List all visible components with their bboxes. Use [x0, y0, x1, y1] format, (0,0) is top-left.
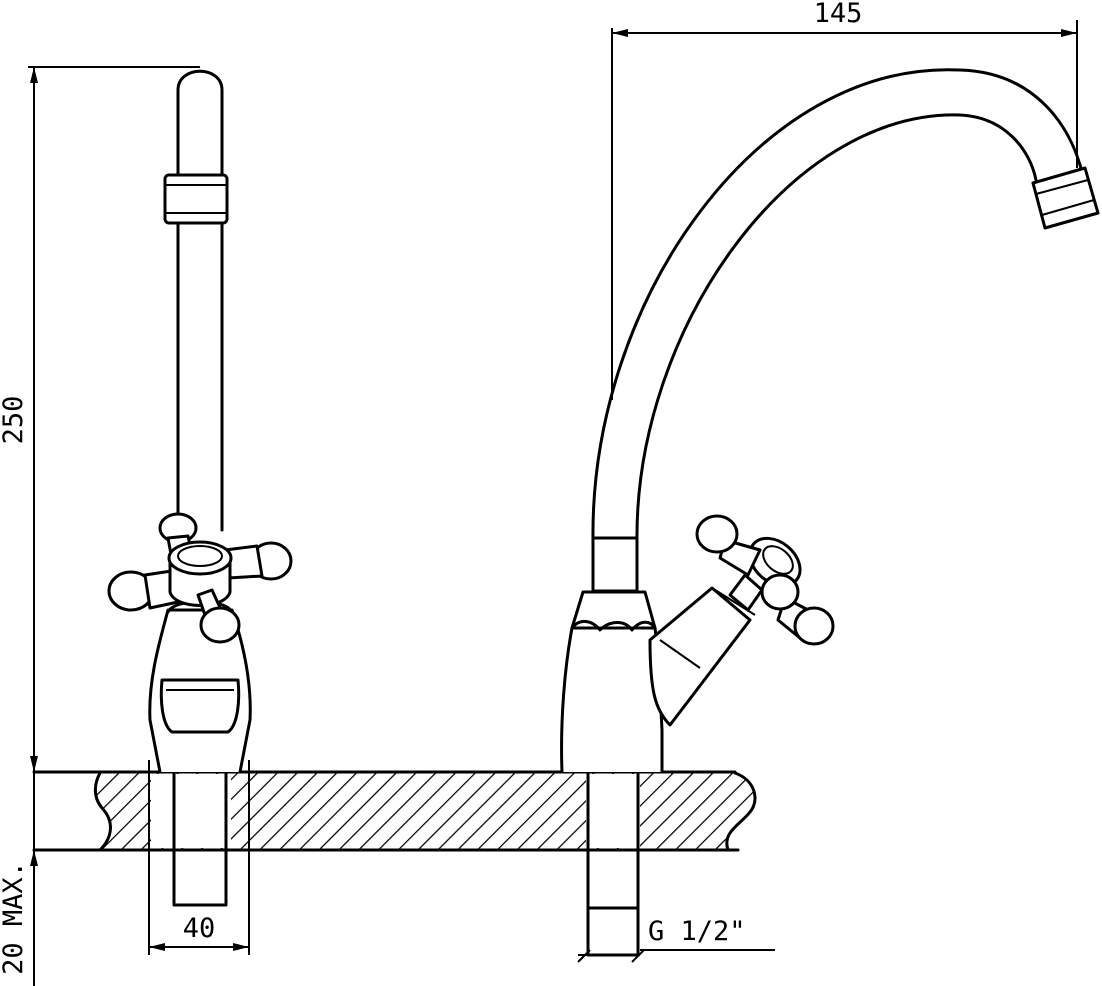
faucet-side-view — [560, 68, 1100, 957]
dimension-deck-thickness: 20 MAX. — [0, 772, 38, 986]
countertop-break-right — [725, 771, 757, 852]
spout-reach-label: 145 — [814, 0, 863, 29]
dimension-thread: G 1/2" — [577, 916, 775, 963]
front-shank — [172, 772, 228, 907]
front-cross-handle — [107, 512, 293, 644]
side-neck — [570, 590, 657, 630]
front-spout-tube — [176, 69, 224, 532]
side-valve-branch — [648, 586, 752, 727]
front-body-plate — [159, 678, 241, 734]
dimension-height: 250 — [0, 66, 200, 772]
side-spout-outer — [591, 68, 1085, 542]
side-spout-inner — [635, 113, 1038, 542]
base-diameter-label: 40 — [183, 913, 216, 944]
front-aerator-ring — [163, 173, 229, 225]
height-label: 250 — [0, 396, 29, 445]
side-aerator — [1031, 166, 1100, 230]
side-spout-collar — [591, 536, 639, 593]
dimension-spout-reach: 145 — [611, 0, 1078, 400]
left-hole — [151, 774, 231, 848]
countertop-break-left — [93, 771, 112, 852]
side-cross-handle — [695, 514, 835, 646]
right-hole — [586, 774, 640, 848]
deck-thickness-label: 20 MAX. — [0, 861, 29, 975]
thread-label: G 1/2" — [648, 916, 746, 947]
side-body — [560, 626, 664, 773]
faucet-front-view — [107, 69, 293, 907]
countertop-section — [32, 770, 757, 852]
dimension-base-diameter: 40 — [148, 760, 250, 955]
